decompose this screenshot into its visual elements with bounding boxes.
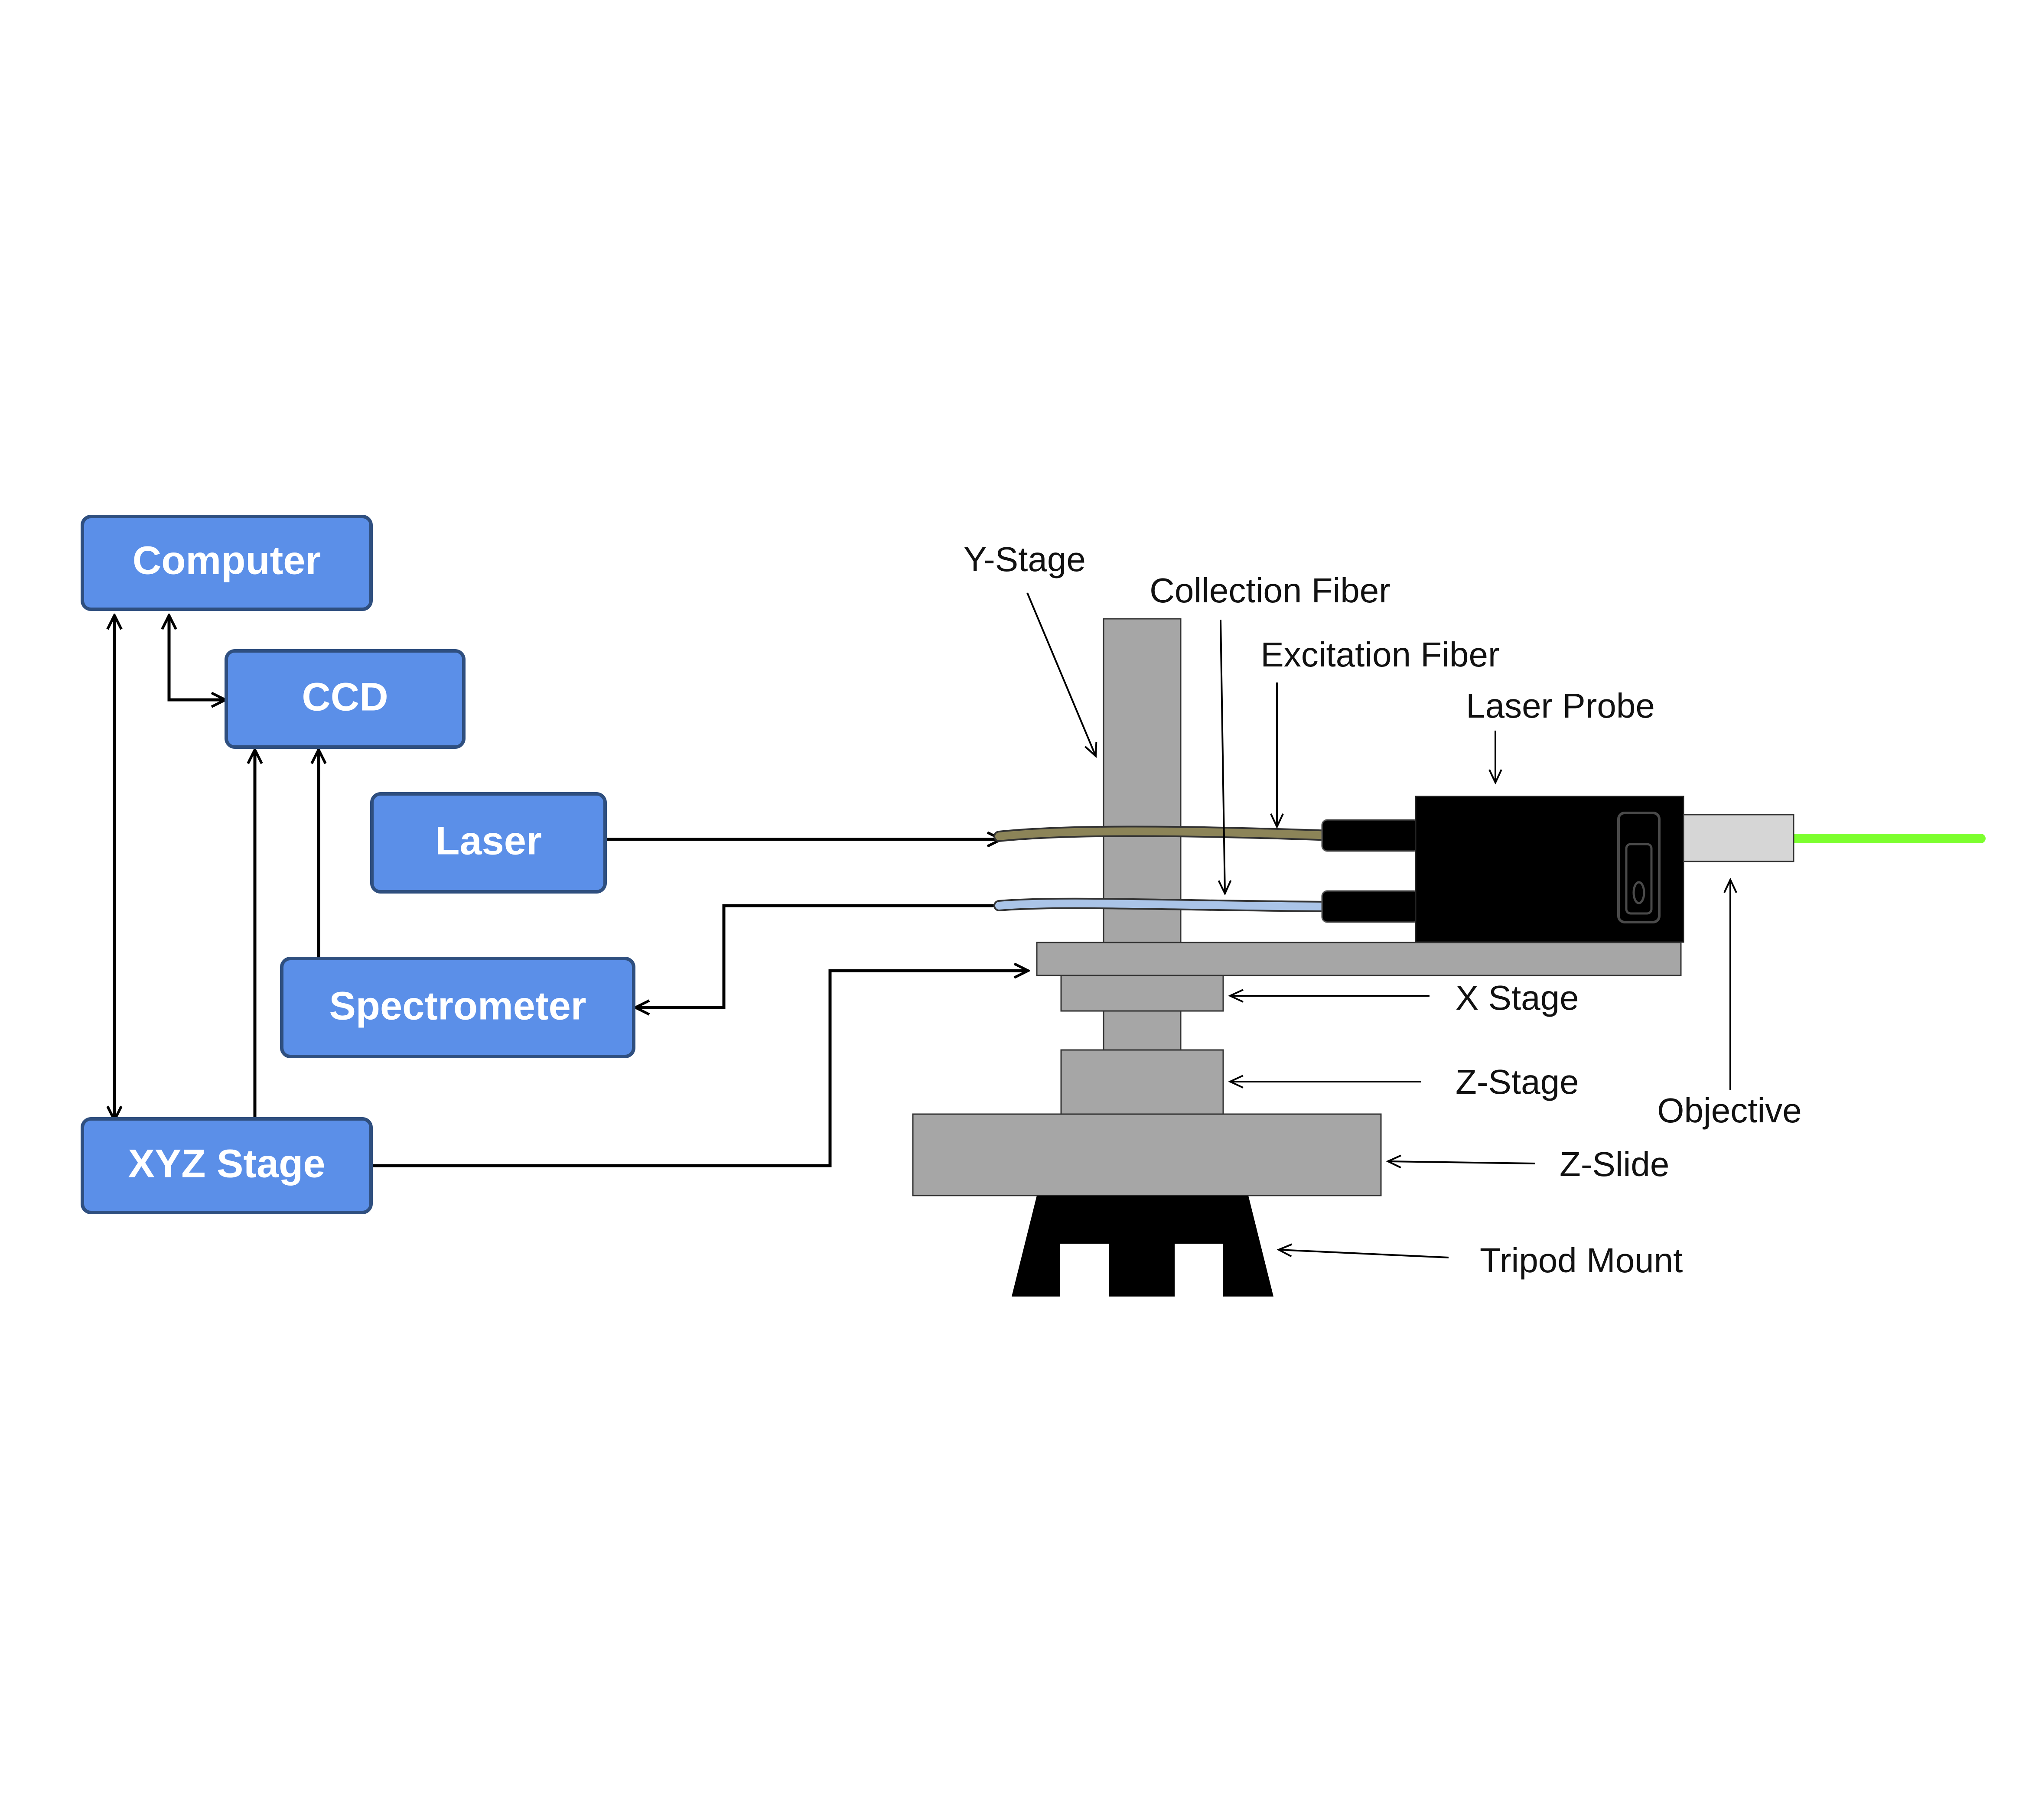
- excitation-fiber-label: Excitation Fiber: [1260, 635, 1499, 674]
- z-stage-label: Z-Stage: [1456, 1063, 1579, 1101]
- laser-probe-label: Laser Probe: [1466, 686, 1655, 725]
- xyz-to-stage-connector: [372, 971, 1028, 1167]
- computer-label: Computer: [133, 538, 321, 582]
- spectrometer-block: Spectrometer: [280, 957, 635, 1058]
- z-slide-base: [912, 1113, 1382, 1196]
- laser-probe-window: [1617, 812, 1661, 923]
- ccd-block: CCD: [225, 649, 466, 749]
- xyz-stage-label: XYZ Stage: [128, 1141, 325, 1186]
- column-neck: [1103, 1010, 1182, 1051]
- tripod-mount-pointer: [1279, 1250, 1449, 1258]
- collection-fiber-label: Collection Fiber: [1150, 571, 1390, 610]
- laser-probe-body: [1415, 796, 1684, 943]
- spectrometer-label: Spectrometer: [329, 984, 586, 1028]
- collection-fiber-pointer: [1221, 619, 1225, 894]
- block-diagram: Computer CCD Laser Spectrometer XYZ Stag…: [81, 515, 1028, 1214]
- tripod-mount: [1012, 1196, 1273, 1297]
- y-stage-pointer: [1026, 592, 1096, 756]
- z-slide-label: Z-Slide: [1560, 1145, 1669, 1183]
- mechanical-assembly: Y-Stage Collection Fiber Excitation Fibe…: [912, 540, 1994, 1297]
- objective: [1683, 814, 1794, 862]
- computer-ccd-connector: [169, 615, 225, 700]
- y-stage-label: Y-Stage: [964, 540, 1086, 578]
- z-slide-pointer: [1388, 1161, 1536, 1164]
- excitation-fiber-connector: [1321, 819, 1420, 852]
- laser-block: Laser: [370, 792, 607, 894]
- ccd-label: CCD: [302, 675, 388, 719]
- x-stage-plate: [1036, 942, 1682, 976]
- collection-fiber-to-spectrometer-connector: [635, 904, 1001, 1008]
- laser-label: Laser: [435, 819, 542, 863]
- xyz-stage-block: XYZ Stage: [81, 1117, 373, 1214]
- objective-label: Objective: [1657, 1091, 1801, 1130]
- x-stage-block: [1060, 975, 1224, 1012]
- z-stage-block: [1060, 1049, 1224, 1115]
- x-stage-label: X Stage: [1456, 978, 1579, 1017]
- laser-probe-indicator: [1632, 881, 1645, 904]
- tripod-mount-label: Tripod Mount: [1480, 1241, 1683, 1280]
- computer-block: Computer: [81, 515, 373, 611]
- collection-fiber-connector: [1321, 890, 1420, 923]
